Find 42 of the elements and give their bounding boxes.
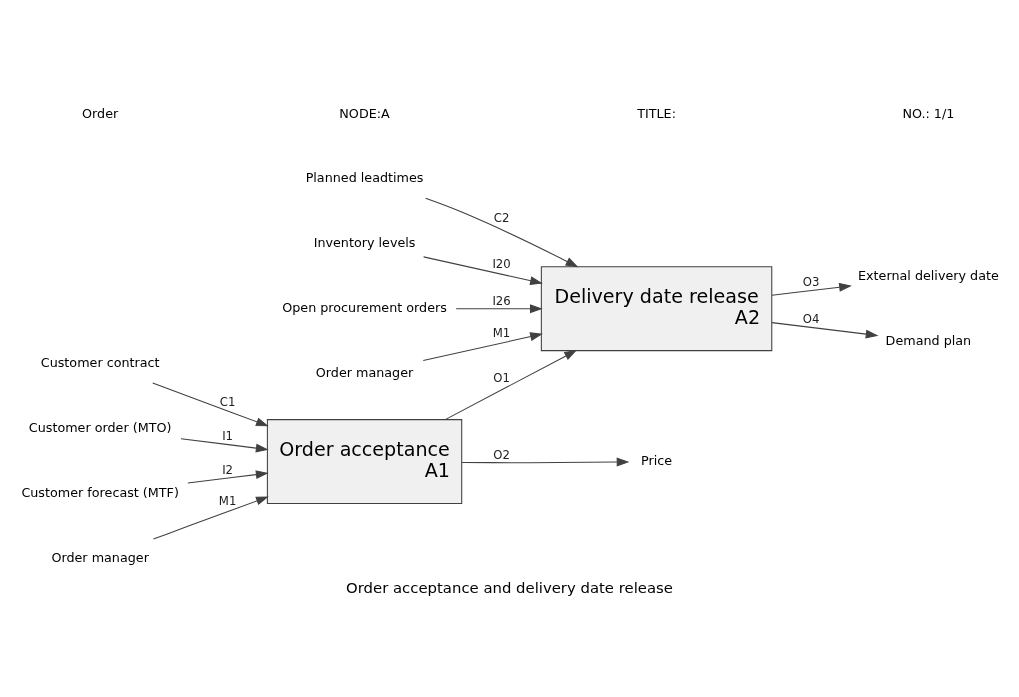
edge-label: I2: [222, 463, 234, 478]
arrow: [422, 332, 543, 362]
node-text: Customer forecast (MTF): [21, 484, 179, 500]
node-text: Price: [641, 452, 673, 468]
edge-label: I20: [492, 257, 511, 272]
edge-label: M1: [492, 326, 511, 341]
arrow: [425, 197, 579, 268]
label: NODE:A: [339, 105, 390, 121]
arrow: [771, 282, 852, 296]
node-box: Order acceptance A1: [266, 419, 463, 505]
edge-label: C2: [493, 211, 510, 226]
arrow: [152, 496, 269, 540]
arrow: [444, 350, 577, 421]
node-text: Order manager: [315, 364, 414, 380]
edge-label: I26: [492, 294, 511, 309]
edge-label: O1: [493, 370, 510, 385]
edge-label: C1: [219, 395, 236, 410]
node-text: Open procurement orders: [282, 299, 447, 315]
node-text: Customer contract: [40, 355, 160, 371]
arrow: [187, 470, 269, 484]
label: NO.: 1/1: [902, 105, 955, 121]
edge-label: M1: [218, 493, 237, 508]
label: Order: [82, 105, 119, 121]
arrow: [423, 256, 543, 286]
edge-label: O3: [802, 275, 820, 290]
arrow: [180, 438, 269, 453]
node-text: Order manager: [51, 549, 149, 565]
edge-label: O4: [802, 312, 820, 327]
node-text: Planned leadtimes: [305, 170, 424, 186]
arrow: [152, 382, 269, 427]
arrow: [771, 322, 879, 339]
diagram-title: Order acceptance and delivery date release: [346, 579, 673, 598]
arrow: [461, 457, 630, 467]
label: TITLE:: [637, 105, 676, 121]
node-text: Demand plan: [885, 332, 972, 348]
node-text: Inventory levels: [313, 235, 416, 251]
edge-label: O2: [493, 448, 510, 463]
node-text: External delivery date: [858, 268, 999, 284]
node-text: Customer order (MTO): [28, 419, 172, 435]
edge-label: I1: [222, 429, 234, 444]
arrow: [455, 304, 543, 314]
node-box: Delivery date release A2: [540, 266, 773, 352]
